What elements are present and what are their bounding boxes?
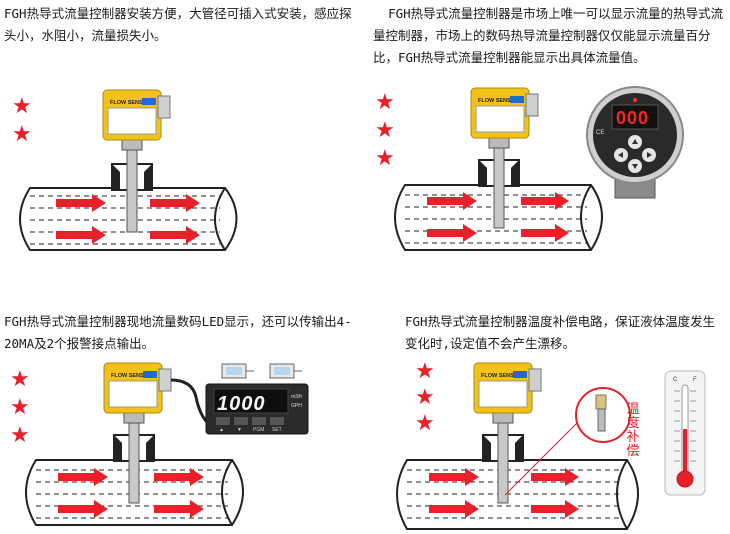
star-icon: ★ (12, 122, 32, 147)
panel-temp-compensation: FGH热导式流量控制器温度补偿电路，保证液体温度发生变化时,设定值不会产生漂移。… (365, 267, 730, 534)
star-icon: ★ (10, 423, 30, 448)
display-reading: 000 (616, 108, 649, 128)
caption-led-output: FGH热导式流量控制器现地流量数码LED显示，还可以传输出4-20MA及2个报警… (4, 314, 352, 351)
star-icon: ★ (375, 118, 395, 143)
sensor-label: FLOW SENSOR (111, 373, 152, 379)
sensor-label: FLOW SENSOR (110, 100, 151, 106)
meter-reading: 1000 (217, 393, 266, 415)
panel-led-output: FGH热导式流量控制器现地流量数码LED显示，还可以传输出4-20MA及2个报警… (0, 267, 365, 534)
star-icon: ★ (415, 385, 435, 410)
star-icon: ★ (415, 411, 435, 436)
star-icon: ★ (10, 367, 30, 392)
pipe-illustration: FLOW SENSOR (19, 89, 238, 251)
star-icon: ★ (375, 146, 395, 171)
star-icon: ★ (415, 359, 435, 384)
meter-key-set: SET (272, 427, 282, 433)
panel-installation: FGH热导式流量控制器安装方便，大管径可插入式安装，感应探头小，水阻小，流量损失… (0, 0, 365, 267)
thermometer-c-label: C (673, 377, 678, 383)
meter-key-pgm: PGM (253, 427, 264, 433)
caption-temp-compensation: FGH热导式流量控制器温度补偿电路，保证液体温度发生变化时,设定值不会产生漂移。 (405, 314, 716, 351)
caption-installation: FGH热导式流量控制器安装方便，大管径可插入式安装，感应探头小，水阻小，流量损失… (4, 6, 352, 43)
sensor-label: FLOW SENSOR (481, 373, 522, 379)
meter-key-down: ▼ (237, 427, 242, 433)
star-icon: ★ (375, 90, 395, 115)
temp-compensation-label: 温度补偿 (626, 402, 640, 459)
thermometer-f-label: F (693, 377, 697, 383)
pipe-illustration: FLOW SENSOR 000 CE (394, 86, 684, 251)
panel-display: FGH热导式流量控制器是市场上唯一可以显示流量的热导式流量控制器，市场上的数码热… (365, 0, 730, 267)
caption-display: FGH热导式流量控制器是市场上唯一可以显示流量的热导式流量控制器，市场上的数码热… (373, 6, 724, 65)
sensor-label: FLOW SENSOR (478, 98, 519, 104)
star-icon: ★ (10, 395, 30, 420)
meter-unit-top: m3/h (291, 394, 302, 400)
pipe-illustration: FLOW SENSOR 1000 m3/h GPH ▲ ▼ PGM SET (25, 362, 309, 526)
pipe-illustration: FLOW SENSOR C F (396, 362, 706, 530)
meter-key-up: ▲ (219, 427, 224, 433)
svg-text:CE: CE (596, 130, 604, 136)
star-icon: ★ (12, 94, 32, 119)
meter-unit-bottom: GPH (291, 403, 302, 409)
